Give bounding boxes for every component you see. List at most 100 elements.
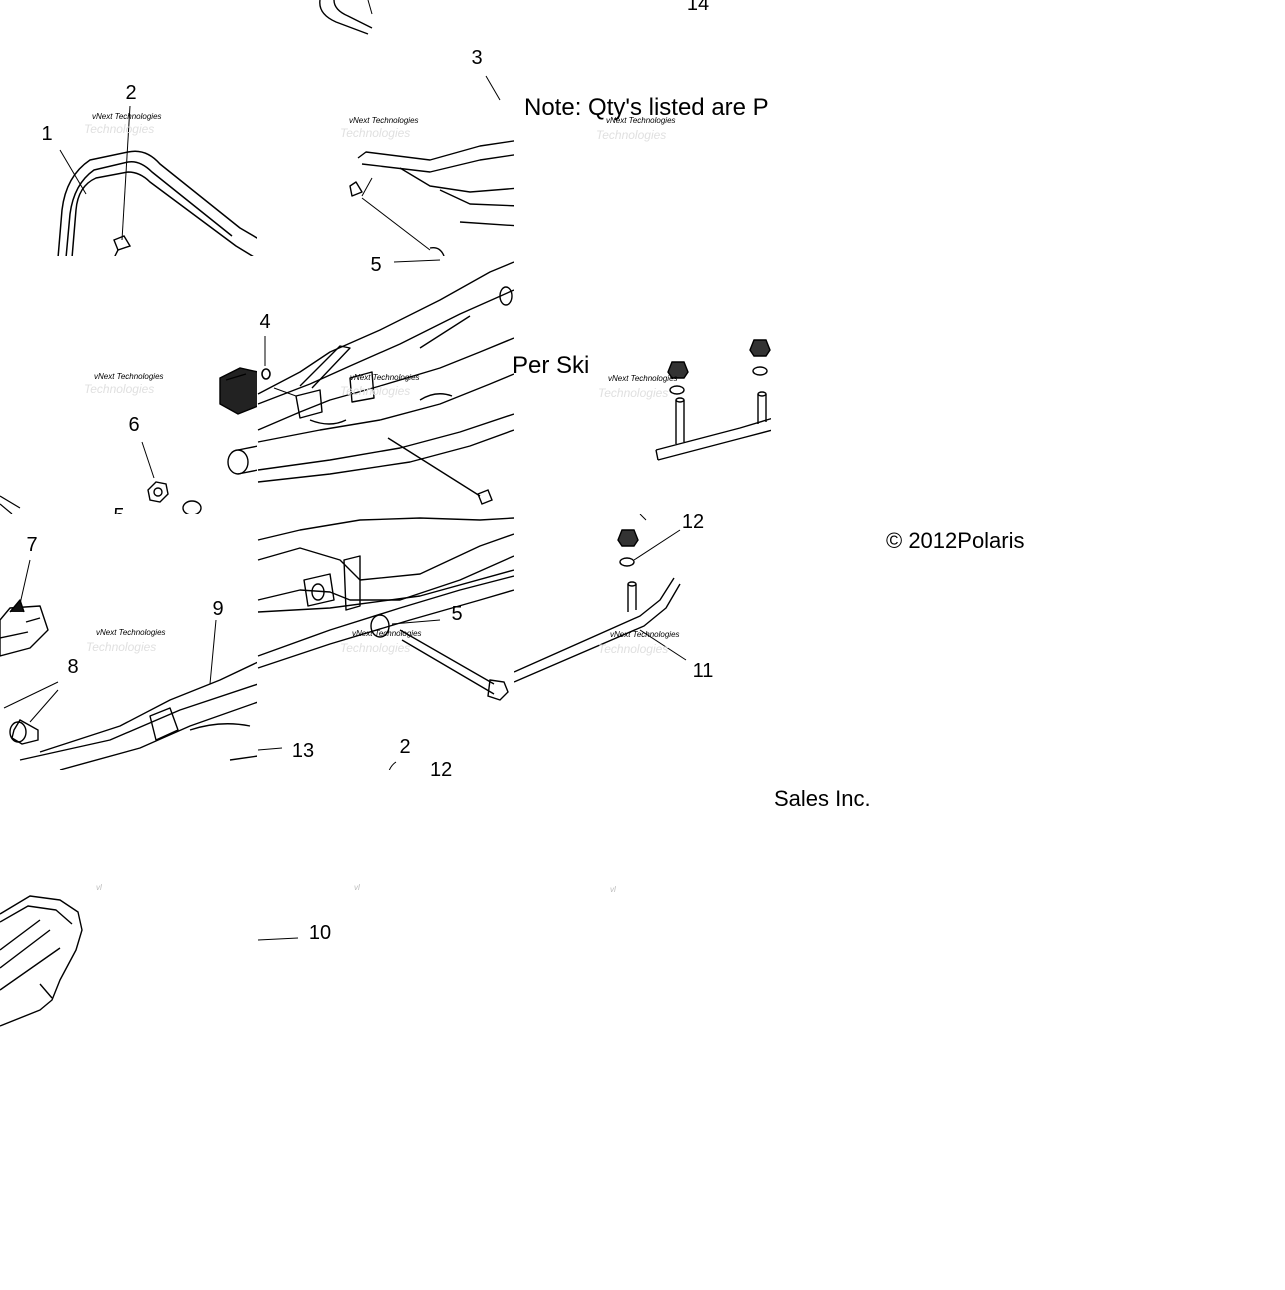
leader-12 [633,529,681,561]
svg-text:Technologies: Technologies [84,382,154,396]
callout-8: 8 [67,656,78,678]
bushing-8 [9,719,39,745]
callout-5: 5 [370,254,381,276]
ski-body-bottom [257,517,514,669]
nut-3 [500,102,508,110]
leader-8b [29,689,59,723]
tile-top-right: 14 Note: Qty's listed are P vNext Techno… [500,0,769,142]
watermark: vNext Technologies Technologies [84,372,164,396]
callout-2b: 2 [399,736,410,758]
svg-text:Technologies: Technologies [84,122,154,136]
watermark: vNext Technologies Technologies [598,630,680,656]
watermark-fragment: vl [354,883,360,892]
leader [639,514,647,521]
washer-4 [261,368,271,380]
leader-6 [141,441,155,479]
ski-tip [0,895,83,1027]
svg-text:vNext Technologies: vNext Technologies [352,629,422,638]
rivet [113,235,132,256]
callout-1: 1 [41,123,52,145]
bushing [227,445,257,475]
tile-bottom-left: 7 8 9 vNext Technologies Technologies [0,534,257,770]
leader-7 [19,559,31,605]
watermark-fragment: vl [96,883,102,892]
callout-5-fragment: 5 [113,505,124,527]
watermark: vNext Technologies Technologies [84,112,162,136]
callout-5b: 5 [451,603,462,625]
leader-11 [639,629,687,661]
callout-7: 7 [26,534,37,556]
leader-13 [257,747,283,751]
leader-2 [121,105,131,241]
bolt-head [477,489,493,505]
leader-3 [485,75,501,101]
bumper-block [219,367,257,415]
ski-handle [57,150,257,256]
svg-text:Technologies: Technologies [596,128,666,142]
bumper-7 [0,599,49,657]
note-text-per-ski: Per Ski [512,352,589,379]
watermark: vNext Technologies Technologies [596,116,676,142]
bolt-shaft [387,437,481,497]
svg-text:vNext Technologies: vNext Technologies [94,372,164,381]
watermark: vNext Technologies Technologies [340,629,422,655]
washer [182,500,202,514]
svg-text:Technologies: Technologies [340,126,410,140]
svg-text:Technologies: Technologies [598,642,668,656]
leader [361,177,373,197]
callout-fragment: 12 [430,759,452,781]
nuts-washers [667,339,771,395]
leader [367,0,373,15]
leader-2b [388,761,397,770]
ski-body-upper [257,261,514,483]
callout-13: 13 [292,740,314,762]
copyright-text: © 2012Polaris [886,528,1025,553]
callout-14: 14 [687,0,709,15]
svg-text:vNext Technologies: vNext Technologies [350,373,420,382]
nut-6 [147,481,169,503]
tile-bottom-middle: 5 2 13 vNext Technologies Technologies [257,517,514,770]
ski-skag-top [319,0,514,256]
leader-4 [273,387,297,397]
svg-text:vNext Technologies: vNext Technologies [608,374,678,383]
carbide-runner [655,391,771,461]
tile-middle-middle: 5 vNext Technologies Technologies [257,254,514,505]
callout-6: 6 [128,414,139,436]
svg-text:Technologies: Technologies [86,640,156,654]
tile-top-left: 1 2 vNext Technologies Technologies [41,82,257,256]
callout-3: 3 [471,47,482,69]
callout-11: 11 [693,660,714,682]
leader-5 [393,259,441,263]
svg-text:Technologies: Technologies [340,641,410,655]
ski-edge [0,495,21,514]
tile-middle-right: Per Ski vNext Technologies Technologies [512,339,771,461]
tile-bottom-right: 12 11 vNext Technologies Technologies [514,511,714,683]
leader [361,197,431,251]
tile-lower-left: vl [0,883,102,1027]
svg-text:Technologies: Technologies [340,384,410,398]
watermark: vNext Technologies Technologies [340,116,419,140]
carbide-runner-11 [514,577,681,683]
svg-text:vNext Technologies: vNext Technologies [96,628,166,637]
ski-body-lower [19,661,257,770]
leader-5b [391,619,441,625]
leader-10 [257,937,299,941]
tile-top-middle: 3 vNext Technologies Technologies [319,0,514,256]
watermark-fragment: vl [610,885,616,894]
watermark: vNext Technologies Technologies [340,373,420,398]
callout-10: 10 [309,922,331,944]
callout-12: 12 [682,511,704,533]
svg-text:vNext Technologies: vNext Technologies [606,116,676,125]
svg-text:vNext Technologies: vNext Technologies [349,116,419,125]
tile-middle-left: 6 5 vNext Technologies Technologies [0,367,257,527]
leader-9 [209,619,217,685]
copyright-text-continued: Sales Inc. [774,786,871,811]
callout-4: 4 [259,311,270,333]
nut-12 [617,529,639,567]
bolt-5 [370,614,509,701]
tile-lower-middle: 10 vl [257,883,360,944]
svg-text:vNext Technologies: vNext Technologies [92,112,162,121]
callout-9: 9 [212,598,223,620]
watermark: vNext Technologies Technologies [598,374,678,400]
